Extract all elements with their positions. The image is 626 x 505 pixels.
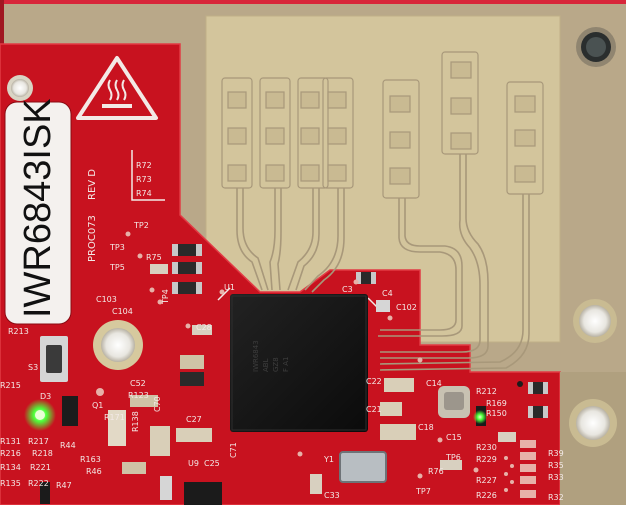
- silkscreen-labels: TP2 TP3 TP5 R75 TP4 U1 C103 C104 C28 C3 …: [0, 221, 564, 502]
- label-c25: C25: [204, 459, 220, 468]
- label-r47: R47: [56, 481, 72, 490]
- resistor-pads-right: [520, 440, 536, 498]
- label-r227: R227: [476, 476, 497, 485]
- label-r138: R138: [131, 411, 140, 432]
- label-s3: S3: [28, 363, 38, 372]
- label-r230: R230: [476, 443, 497, 452]
- label-r150: R150: [486, 409, 507, 418]
- label-r123: R123: [128, 391, 149, 400]
- radar-chip: IWR6843 ABL GZ8 F A1: [230, 294, 368, 432]
- label-c71: C71: [229, 442, 238, 458]
- label-c3: C3: [342, 285, 353, 294]
- label-r33: R33: [548, 473, 564, 482]
- label-tp5: TP5: [109, 263, 125, 272]
- label-r169: R169: [486, 399, 507, 408]
- part-number-label: PROC073: [87, 215, 98, 262]
- label-r75: R75: [146, 253, 162, 262]
- chip-marking-2: ABL: [262, 358, 270, 372]
- label-r215: R215: [0, 381, 21, 390]
- red-pcb-region: [0, 44, 560, 505]
- label-tp6: TP6: [445, 453, 461, 462]
- label-c70: C70: [153, 396, 162, 412]
- label-r74: R74: [136, 189, 152, 198]
- label-r32: R32: [548, 493, 564, 502]
- model-label: IWR6843ISK: [17, 98, 59, 318]
- label-r229: R229: [476, 455, 497, 464]
- label-r163: R163: [80, 455, 101, 464]
- label-tp3: TP3: [109, 243, 125, 252]
- label-c14: C14: [426, 379, 442, 388]
- revision-label: REV D: [87, 169, 98, 200]
- label-r131: R131: [0, 437, 21, 446]
- chip-marking-3: GZ8: [272, 357, 280, 372]
- label-r216: R216: [0, 449, 21, 458]
- status-led-small: [473, 410, 487, 424]
- label-r212: R212: [476, 387, 497, 396]
- label-r221: R221: [30, 463, 51, 472]
- label-c15: C15: [446, 433, 462, 442]
- label-r39: R39: [548, 449, 564, 458]
- label-c22: C22: [366, 377, 382, 386]
- label-r134: R134: [0, 463, 21, 472]
- label-r217: R217: [28, 437, 49, 446]
- model-label-block: IWR6843ISK: [4, 98, 72, 325]
- vias: [96, 231, 523, 492]
- label-u1: U1: [224, 283, 235, 292]
- label-r46: R46: [86, 467, 102, 476]
- label-c18: C18: [418, 423, 434, 432]
- transmit-antenna-array: [382, 51, 544, 199]
- chip-marking-4: F A1: [282, 357, 290, 373]
- label-r213: R213: [8, 327, 29, 336]
- antenna-feed-lines: [236, 154, 530, 371]
- crystal-oscillator: [339, 451, 387, 483]
- label-r44: R44: [60, 441, 76, 450]
- label-c104: C104: [112, 307, 133, 316]
- label-tp4: TP4: [161, 289, 170, 305]
- label-c28: C28: [196, 323, 212, 332]
- label-c21: C21: [366, 405, 382, 414]
- label-y1: Y1: [323, 455, 334, 464]
- label-c33: C33: [324, 491, 340, 500]
- label-tp7: TP7: [415, 487, 431, 496]
- label-c4: C4: [382, 289, 393, 298]
- label-c103: C103: [96, 295, 117, 304]
- label-r76: R76: [428, 467, 444, 476]
- label-r72: R72: [136, 161, 152, 170]
- label-r73: R73: [136, 175, 152, 184]
- label-r135: R135: [0, 479, 21, 488]
- label-r171: R171: [104, 413, 125, 422]
- label-r35: R35: [548, 461, 564, 470]
- smd-components: [40, 244, 548, 505]
- label-c102: C102: [396, 303, 417, 312]
- label-d3: D3: [40, 392, 51, 401]
- label-c52: C52: [130, 379, 146, 388]
- chip-marking-1: IWR6843: [252, 340, 260, 372]
- hot-surface-warning-icon: [76, 56, 158, 120]
- label-r222: R222: [28, 479, 49, 488]
- label-r218: R218: [32, 449, 53, 458]
- label-q1: Q1: [92, 401, 103, 410]
- label-u9: U9: [188, 459, 199, 468]
- label-c27: C27: [186, 415, 202, 424]
- label-tp2: TP2: [133, 221, 149, 230]
- label-r226: R226: [476, 491, 497, 500]
